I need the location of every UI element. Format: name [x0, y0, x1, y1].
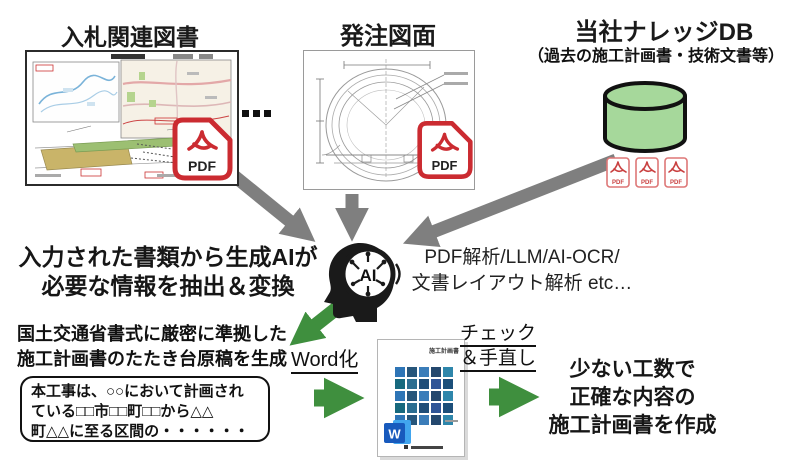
pdf-icon: PDF — [172, 117, 233, 181]
result-line3: 施工計画書を作成 — [548, 414, 717, 437]
svg-text:PDF: PDF — [432, 158, 458, 173]
document-text-bar — [445, 420, 458, 422]
arrow-bid-to-ai-icon — [228, 169, 316, 242]
review-label-line1: チェック — [460, 323, 537, 347]
ai-headline-line1: 入力された書類から生成AIが — [18, 244, 318, 270]
knowledge-db-title: 当社ナレッジDB — [574, 19, 754, 46]
ai-headline: 入力された書類から生成AIが 必要な情報を抽出＆変換 — [12, 243, 324, 301]
result-text: 少ない工数で 正確な内容の 施工計画書を作成 — [540, 356, 725, 440]
result-line1: 少ない工数で — [569, 358, 696, 381]
company-logo-mark — [404, 445, 408, 449]
svg-text:AI: AI — [360, 266, 377, 285]
tunnel-drawing-thumbnail: PDF — [303, 50, 475, 190]
draft-sample-line2: ている□□市□□町□□から△△ — [31, 403, 214, 420]
ai-brain-icon: AI — [324, 242, 401, 322]
knowledge-db-files: PDF PDF PDF — [606, 157, 688, 188]
draft-caption-line2: 施工計画書のたたき台原稿を生成 — [17, 349, 287, 369]
ai-tech-line1: PDF解析/LLM/AI-OCR/ — [424, 247, 620, 268]
svg-text:PDF: PDF — [670, 180, 682, 186]
draft-sample-line1: 本工事は、○○において計画され — [31, 383, 244, 400]
pdf-file-icon: PDF — [606, 157, 630, 188]
ai-headline-line2: 必要な情報を抽出＆変換 — [41, 273, 295, 299]
svg-text:PDF: PDF — [612, 180, 624, 186]
word-conversion-label: Word化 — [291, 343, 359, 374]
bid-documents-title: 入札関連図書 — [61, 24, 199, 50]
svg-text:PDF: PDF — [188, 158, 216, 174]
knowledge-db-subtitle: （過去の施工計画書・技術文書等） — [527, 48, 784, 65]
draft-caption-line1: 国土交通省書式に厳密に準拠した — [17, 324, 287, 344]
draft-sample-line3: 町△△に至る区間の・・・・・・ — [31, 423, 250, 440]
construction-plan-document: 施工計画書 W — [377, 339, 465, 457]
review-label: チェック ＆手直し — [460, 321, 537, 372]
draft-caption: 国土交通省書式に厳密に準拠した 施工計画書のたたき台原稿を生成 — [14, 322, 290, 372]
result-line2: 正確な内容の — [569, 386, 696, 409]
ai-tech-line2: 文書レイアウト解析 etc… — [411, 273, 633, 294]
ellipsis-dots: ・・・ — [242, 110, 276, 117]
word-logo-icon: W — [384, 420, 411, 444]
draft-sample-box: 本工事は、○○において計画され ている□□市□□町□□から△△ 町△△に至る区間… — [20, 376, 270, 442]
order-drawings-title: 発注図面 — [340, 23, 436, 50]
site-map-thumbnail: PDF — [25, 50, 239, 186]
word-conversion-text: Word化 — [291, 349, 359, 374]
document-table-grid — [395, 367, 453, 425]
pdf-file-icon: PDF — [664, 157, 688, 188]
company-name-bar — [411, 446, 443, 449]
review-label-line2: ＆手直し — [460, 348, 537, 372]
pdf-icon: PDF — [417, 121, 473, 179]
document-title: 施工計画書 — [428, 349, 459, 355]
pdf-file-icon: PDF — [635, 157, 659, 188]
svg-text:W: W — [388, 427, 401, 442]
database-icon — [603, 81, 687, 153]
ai-tech-list: PDF解析/LLM/AI-OCR/ 文書レイアウト解析 etc… — [400, 245, 644, 297]
svg-text:PDF: PDF — [641, 180, 653, 186]
